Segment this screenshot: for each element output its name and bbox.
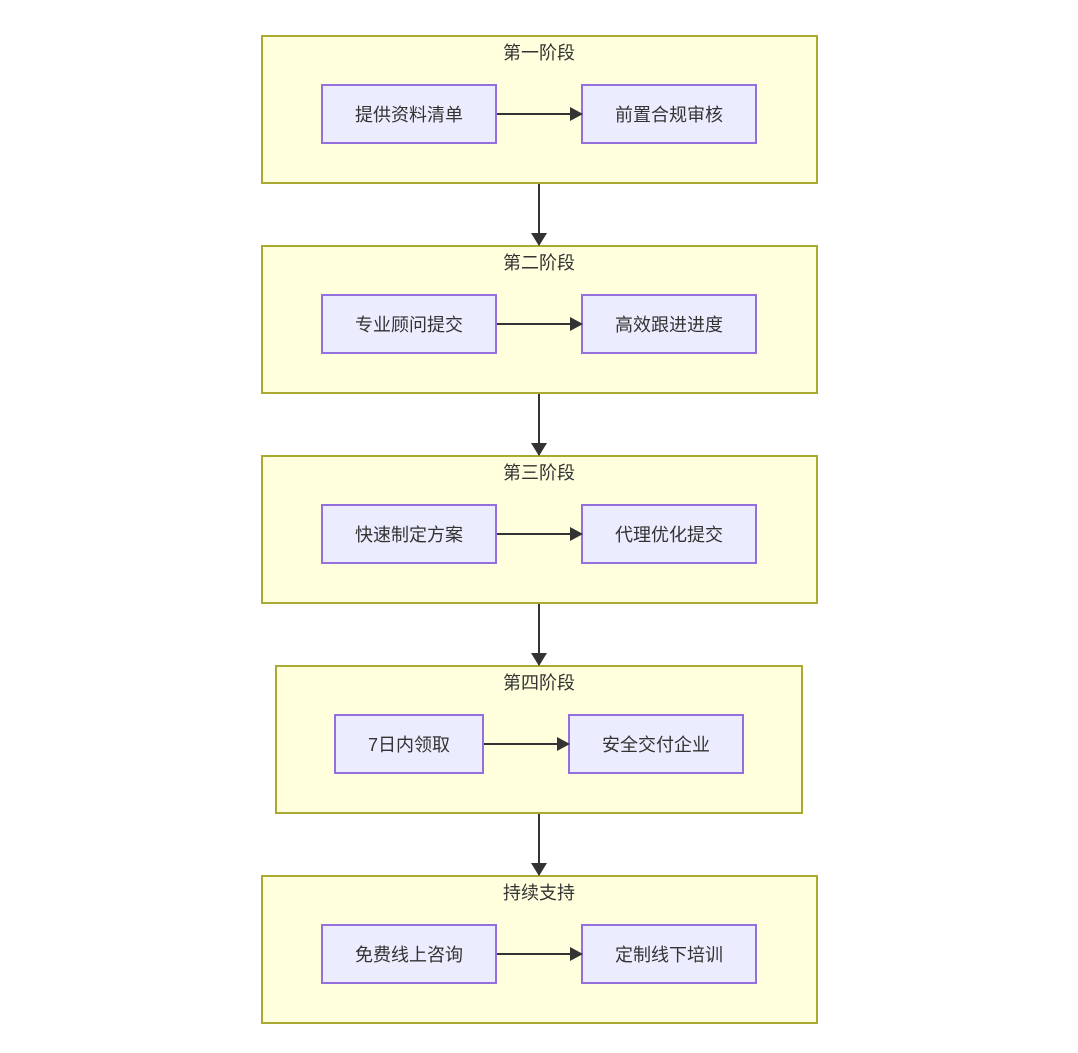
stage-title: 第一阶段: [503, 43, 575, 63]
process-node: 7日内领取: [333, 714, 484, 774]
arrow-right-icon: [497, 953, 581, 955]
process-node: 安全交付企业: [568, 714, 744, 774]
stage-section-5: 持续支持 免费线上咨询 定制线下培训: [260, 875, 818, 1024]
stage-section-4: 第四阶段 7日内领取 安全交付企业: [275, 665, 803, 814]
process-node: 代理优化提交: [581, 504, 757, 564]
node-row: 7日内领取 安全交付企业: [333, 714, 744, 774]
arrow-right-icon: [484, 743, 568, 745]
node-row: 免费线上咨询 定制线下培训: [321, 924, 757, 984]
process-node: 专业顾问提交: [321, 294, 497, 354]
arrow-right-icon: [497, 533, 581, 535]
process-node: 免费线上咨询: [321, 924, 497, 984]
stage-title: 持续支持: [503, 883, 575, 903]
node-row: 提供资料清单 前置合规审核: [321, 84, 757, 144]
process-node: 快速制定方案: [321, 504, 497, 564]
process-node: 前置合规审核: [581, 84, 757, 144]
stage-title: 第二阶段: [503, 253, 575, 273]
process-node: 定制线下培训: [581, 924, 757, 984]
stage-title: 第四阶段: [503, 673, 575, 693]
arrow-down-icon: [538, 184, 540, 245]
stage-section-3: 第三阶段 快速制定方案 代理优化提交: [260, 455, 818, 604]
stage-section-2: 第二阶段 专业顾问提交 高效跟进进度: [260, 245, 818, 394]
arrow-down-icon: [538, 814, 540, 875]
stage-title: 第三阶段: [503, 463, 575, 483]
stage-section-1: 第一阶段 提供资料清单 前置合规审核: [260, 35, 818, 184]
arrow-down-icon: [538, 394, 540, 455]
arrow-right-icon: [497, 113, 581, 115]
node-row: 快速制定方案 代理优化提交: [321, 504, 757, 564]
arrow-right-icon: [497, 323, 581, 325]
process-node: 提供资料清单: [321, 84, 497, 144]
arrow-down-icon: [538, 604, 540, 665]
node-row: 专业顾问提交 高效跟进进度: [321, 294, 757, 354]
process-node: 高效跟进进度: [581, 294, 757, 354]
